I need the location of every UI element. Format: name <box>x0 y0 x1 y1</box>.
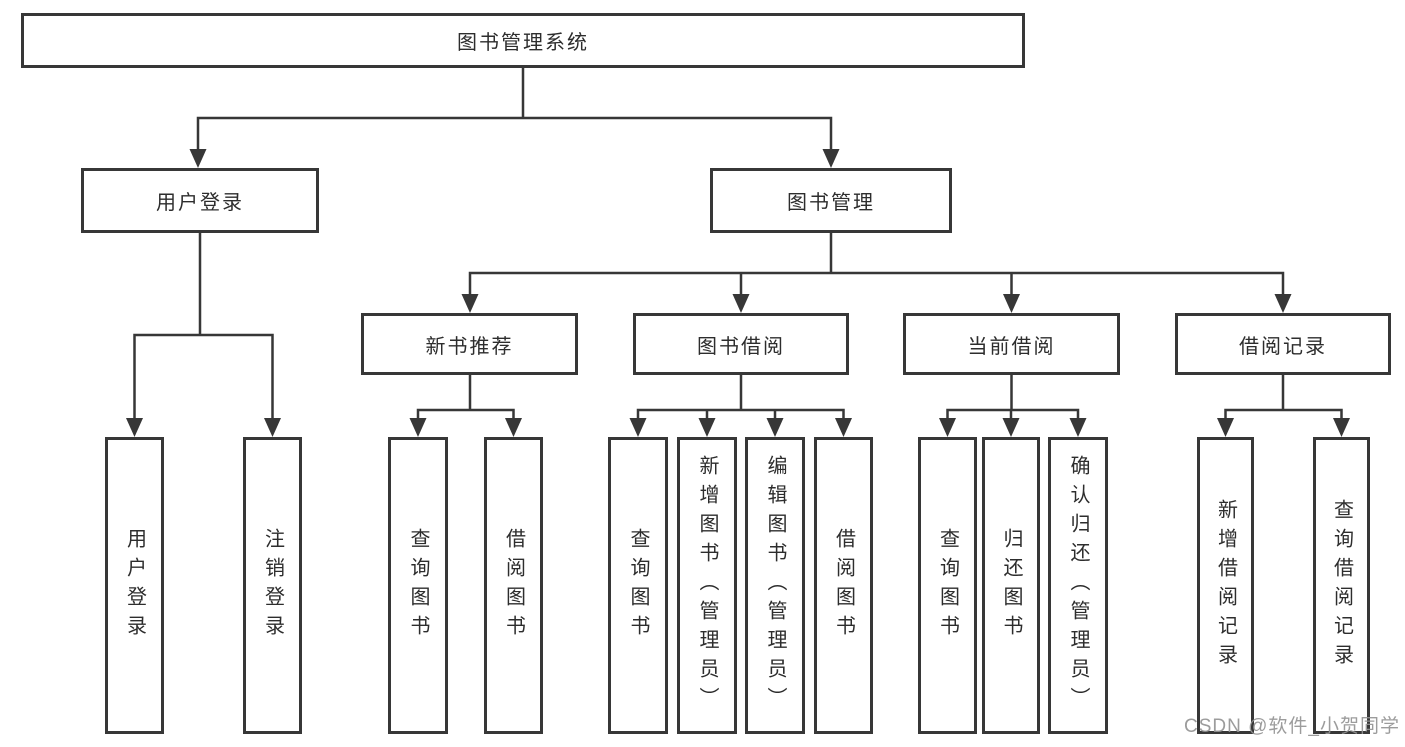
node-user-login: 用户登录 <box>81 168 319 233</box>
node-library-management-system: 图书管理系统 <box>21 13 1025 68</box>
leaf-query-books-current: 查询图书 <box>918 437 977 734</box>
arrowhead <box>939 418 956 437</box>
node-label: 确认归还（管理员） <box>1067 455 1089 716</box>
node-label: 用户登录 <box>156 192 244 214</box>
connector-line <box>1224 375 1343 422</box>
connector-book-management <box>468 233 1285 298</box>
connector-line <box>416 375 515 422</box>
arrowhead <box>1002 418 1020 437</box>
connector-line <box>196 68 833 152</box>
leaf-borrow-books-borrowing: 借阅图书 <box>814 437 873 734</box>
node-book-management: 图书管理 <box>710 168 952 233</box>
arrowhead <box>629 418 647 437</box>
node-label: 编辑图书（管理员） <box>764 455 786 716</box>
connector-borrowing-records <box>1224 375 1343 422</box>
leaf-query-borrow-record: 查询借阅记录 <box>1313 437 1370 734</box>
arrowhead <box>1274 294 1292 313</box>
leaf-user-login: 用户登录 <box>105 437 164 734</box>
connector-root <box>196 68 833 152</box>
node-label: 借阅图书 <box>832 527 855 644</box>
node-book-borrowing: 图书借阅 <box>633 313 849 375</box>
arrowhead <box>1217 418 1234 437</box>
leaf-query-books-borrowing: 查询图书 <box>608 437 668 734</box>
leaf-logout: 注销登录 <box>243 437 302 734</box>
arrowhead <box>732 294 750 313</box>
node-label: 借阅记录 <box>1239 335 1327 358</box>
arrowhead <box>698 418 716 437</box>
node-label: 查询图书 <box>936 527 959 644</box>
arrowhead <box>1069 418 1087 437</box>
leaf-add-book-admin: 新增图书（管理员） <box>677 437 737 734</box>
node-borrowing-records: 借阅记录 <box>1175 313 1391 375</box>
connector-user-login <box>133 233 274 420</box>
node-label: 图书借阅 <box>697 335 785 358</box>
arrowhead <box>822 149 840 168</box>
arrowhead <box>505 418 522 437</box>
node-label: 查询图书 <box>407 527 429 644</box>
node-label: 借阅图书 <box>502 527 525 644</box>
node-label: 注销登录 <box>261 527 284 644</box>
arrowhead <box>461 294 479 313</box>
connector-current-borrowing <box>946 375 1080 422</box>
connector-line <box>946 375 1080 422</box>
node-label: 归还图书 <box>1000 527 1022 644</box>
leaf-add-borrow-record: 新增借阅记录 <box>1197 437 1254 734</box>
arrowhead <box>126 418 143 437</box>
arrowhead <box>409 418 427 437</box>
leaf-query-books-recommend: 查询图书 <box>388 437 448 734</box>
arrowhead <box>835 418 852 437</box>
leaf-return-books: 归还图书 <box>982 437 1040 734</box>
leaf-edit-book-admin: 编辑图书（管理员） <box>745 437 805 734</box>
arrowhead <box>766 418 784 437</box>
arrowhead <box>189 149 207 168</box>
node-new-book-recommendation: 新书推荐 <box>361 313 578 375</box>
node-label: 当前借阅 <box>967 335 1056 358</box>
arrowhead <box>1333 418 1350 437</box>
node-label: 新增图书（管理员） <box>696 455 718 716</box>
connector-line <box>468 233 1285 298</box>
node-label: 查询图书 <box>627 527 649 644</box>
arrowhead <box>1003 294 1020 313</box>
node-current-borrowing: 当前借阅 <box>903 313 1120 375</box>
connector-line <box>133 233 274 420</box>
connector-book-borrowing <box>636 375 845 422</box>
arrowhead <box>264 418 281 437</box>
node-label: 查询借阅记录 <box>1330 498 1353 673</box>
node-label: 图书管理系统 <box>457 32 589 54</box>
node-label: 新增借阅记录 <box>1214 498 1237 673</box>
leaf-confirm-return-admin: 确认归还（管理员） <box>1048 437 1108 734</box>
node-label: 用户登录 <box>123 527 146 644</box>
leaf-borrow-books-recommend: 借阅图书 <box>484 437 543 734</box>
connector-line <box>636 375 845 422</box>
node-label: 图书管理 <box>787 192 875 214</box>
connector-new-book-recommendation <box>416 375 515 422</box>
node-label: 新书推荐 <box>425 335 514 358</box>
watermark: CSDN @软件_小贺同学 <box>1184 716 1400 737</box>
